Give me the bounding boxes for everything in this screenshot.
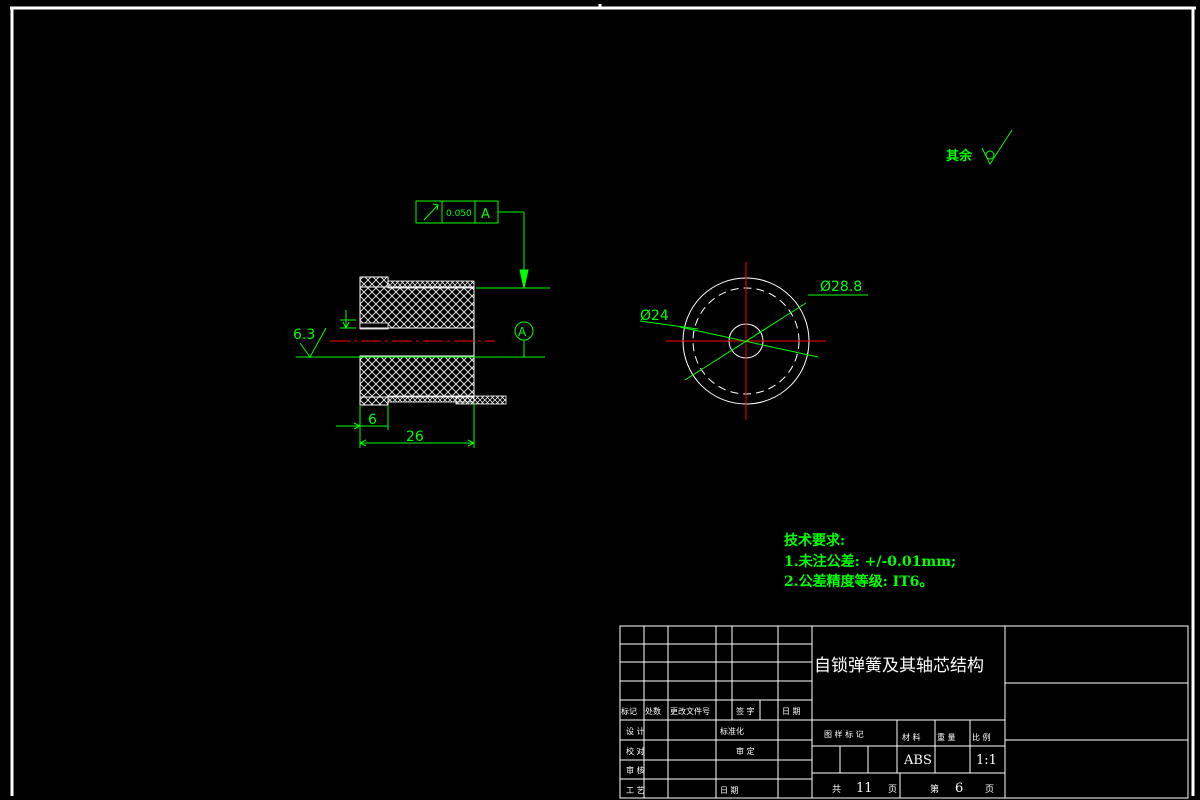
material-value: ABS	[903, 753, 932, 768]
sheet-total-suffix: 页	[888, 784, 897, 795]
label-date2: 日 期	[720, 786, 739, 795]
title-block-values: ABS 1:1 共 11 页 第 6 页	[832, 753, 997, 796]
sheet-total: 11	[856, 781, 873, 796]
roughness-value: 6.3	[293, 327, 315, 343]
label-date: 日 期	[782, 707, 801, 716]
label-count: 处数	[645, 706, 661, 716]
dim-outer-diameter: Ø28.8	[820, 279, 862, 295]
section-view	[330, 276, 507, 406]
sheet-total-prefix: 共	[832, 784, 841, 795]
tech-requirement-item: 2.公差精度等级: IT6。	[784, 573, 933, 590]
dim-small: 6	[368, 412, 377, 428]
tolerance-value: 0.050	[446, 209, 472, 219]
sheet-index-prefix: 第	[930, 783, 939, 795]
roughness-note: 其余	[946, 129, 1013, 166]
drawing-title: 自锁弹簧及其轴芯结构	[814, 656, 984, 676]
scale-value: 1:1	[976, 753, 997, 768]
section-dimensions	[296, 310, 545, 448]
sheet-index-suffix: 页	[985, 784, 994, 795]
label-signature: 签 字	[736, 706, 755, 716]
dim-total: 26	[406, 429, 424, 445]
title-block-labels: 标记 处数 更改文件号 签 字 日 期 设 计 标准化 校 对 审 定 审 核 …	[621, 706, 991, 795]
roughness-note-text: 其余	[946, 148, 973, 164]
dim-inner-diameter: Ø24	[640, 308, 669, 324]
label-review: 审 核	[626, 765, 645, 775]
label-check: 校 对	[626, 746, 645, 756]
title-block	[619, 625, 1189, 799]
label-scale: 比 例	[972, 732, 991, 742]
label-stage-mark: 图 样 标 记	[824, 729, 864, 739]
sheet-index: 6	[955, 781, 963, 796]
label-design: 设 计	[626, 726, 645, 736]
label-standardize: 标准化	[720, 726, 744, 736]
label-weight: 重 量	[937, 732, 956, 742]
label-material: 材 料	[902, 732, 921, 742]
label-change-doc: 更改文件号	[670, 706, 710, 716]
tech-requirements-title: 技术要求:	[784, 532, 845, 549]
end-view-dimensions	[639, 294, 868, 381]
tech-requirements: 技术要求: 1.未注公差: +/-0.01mm; 2.公差精度等级: IT6。	[784, 532, 956, 590]
label-mark: 标记	[621, 706, 637, 716]
label-approve-set: 审 定	[736, 746, 755, 756]
label-process: 工 艺	[626, 786, 645, 795]
roughness-check-icon	[981, 129, 1013, 166]
runout-arrow-icon	[423, 203, 439, 221]
datum-symbol-letter: A	[518, 325, 527, 339]
tech-requirement-item: 1.未注公差: +/-0.01mm;	[784, 553, 956, 570]
drawing-frame	[10, 4, 1196, 796]
geometric-tolerance-frame	[415, 200, 550, 289]
tolerance-datum-letter: A	[481, 207, 490, 222]
